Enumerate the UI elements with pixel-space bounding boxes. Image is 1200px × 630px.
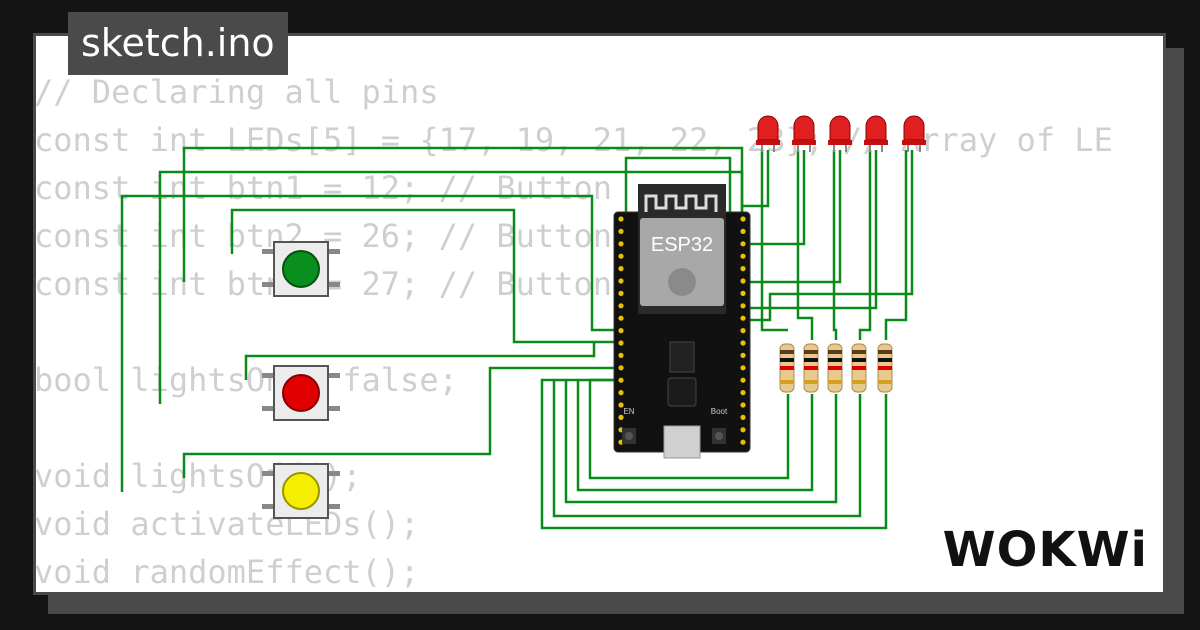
wire [158, 170, 744, 404]
wokwi-logo: WOKWi [942, 522, 1148, 578]
header-pin[interactable] [740, 253, 746, 259]
resistor[interactable] [779, 343, 795, 393]
header-pin[interactable] [740, 228, 746, 234]
header-pin[interactable] [740, 303, 746, 309]
header-pin[interactable] [618, 303, 624, 309]
wire [742, 150, 842, 284]
header-pin[interactable] [740, 352, 746, 358]
code-line: void randomEffect(); [34, 553, 420, 591]
code-line: const int LEDs[5] = {17, 19, 21, 22, 23}… [34, 121, 1113, 159]
header-pin[interactable] [740, 315, 746, 321]
wire [742, 150, 914, 322]
header-pin[interactable] [740, 365, 746, 371]
header-pin[interactable] [618, 241, 624, 247]
resistor[interactable] [827, 343, 843, 393]
resistor-row [779, 343, 893, 393]
code-line: // Declaring all pins [34, 73, 439, 111]
red-pushbutton[interactable] [262, 365, 340, 421]
wire [742, 150, 770, 208]
wire [120, 194, 620, 492]
header-pin[interactable] [618, 377, 624, 383]
wire [760, 150, 788, 332]
en-label: EN [623, 407, 634, 416]
header-pin[interactable] [740, 402, 746, 408]
header-pin[interactable] [740, 427, 746, 433]
header-pin[interactable] [618, 315, 624, 321]
wire [832, 150, 838, 340]
resistor[interactable] [851, 343, 867, 393]
header-pin[interactable] [618, 253, 624, 259]
header-pin[interactable] [740, 328, 746, 334]
header-pin[interactable] [740, 414, 746, 420]
resistor[interactable] [877, 343, 893, 393]
esp32-board[interactable]: ESP32 Boot EN [613, 184, 751, 459]
header-pin[interactable] [740, 377, 746, 383]
led-row [756, 115, 926, 152]
red-led[interactable] [902, 115, 926, 152]
code-background: // Declaring all pins const int LEDs[5] =… [34, 68, 1113, 591]
header-pin[interactable] [618, 365, 624, 371]
header-pin[interactable] [740, 278, 746, 284]
wire [552, 380, 862, 518]
red-led[interactable] [792, 115, 816, 152]
header-pin[interactable] [618, 402, 624, 408]
wire [742, 150, 878, 310]
header-pin[interactable] [618, 328, 624, 334]
header-pin[interactable] [618, 352, 624, 358]
green-pushbutton[interactable] [262, 241, 340, 297]
wire [540, 378, 888, 530]
header-pin[interactable] [618, 390, 624, 396]
wire [182, 366, 620, 478]
wire [742, 150, 806, 246]
header-pin[interactable] [740, 290, 746, 296]
wire [858, 150, 872, 340]
resistor[interactable] [803, 343, 819, 393]
boot-label: Boot [711, 407, 728, 416]
wire [796, 150, 814, 340]
wire [564, 380, 838, 504]
header-pin[interactable] [740, 216, 746, 222]
header-pin[interactable] [618, 290, 624, 296]
wire [884, 150, 908, 340]
header-pin[interactable] [618, 228, 624, 234]
wires [120, 146, 914, 530]
esp32-label: ESP32 [651, 234, 713, 256]
header-pin[interactable] [740, 266, 746, 272]
pin-headers [618, 216, 746, 445]
header-pin[interactable] [618, 278, 624, 284]
header-pin[interactable] [740, 439, 746, 445]
header-pin[interactable] [618, 266, 624, 272]
header-pin[interactable] [618, 216, 624, 222]
header-pin[interactable] [740, 390, 746, 396]
wire [576, 380, 814, 492]
header-pin[interactable] [740, 340, 746, 346]
sketch-filename-tab[interactable]: sketch.ino [68, 12, 288, 75]
red-led[interactable] [756, 115, 780, 152]
red-led[interactable] [864, 115, 888, 152]
header-pin[interactable] [618, 414, 624, 420]
header-pin[interactable] [618, 340, 624, 346]
red-led[interactable] [828, 115, 852, 152]
yellow-pushbutton[interactable] [262, 463, 340, 519]
header-pin[interactable] [740, 241, 746, 247]
wire [230, 208, 620, 344]
wire [244, 342, 596, 380]
